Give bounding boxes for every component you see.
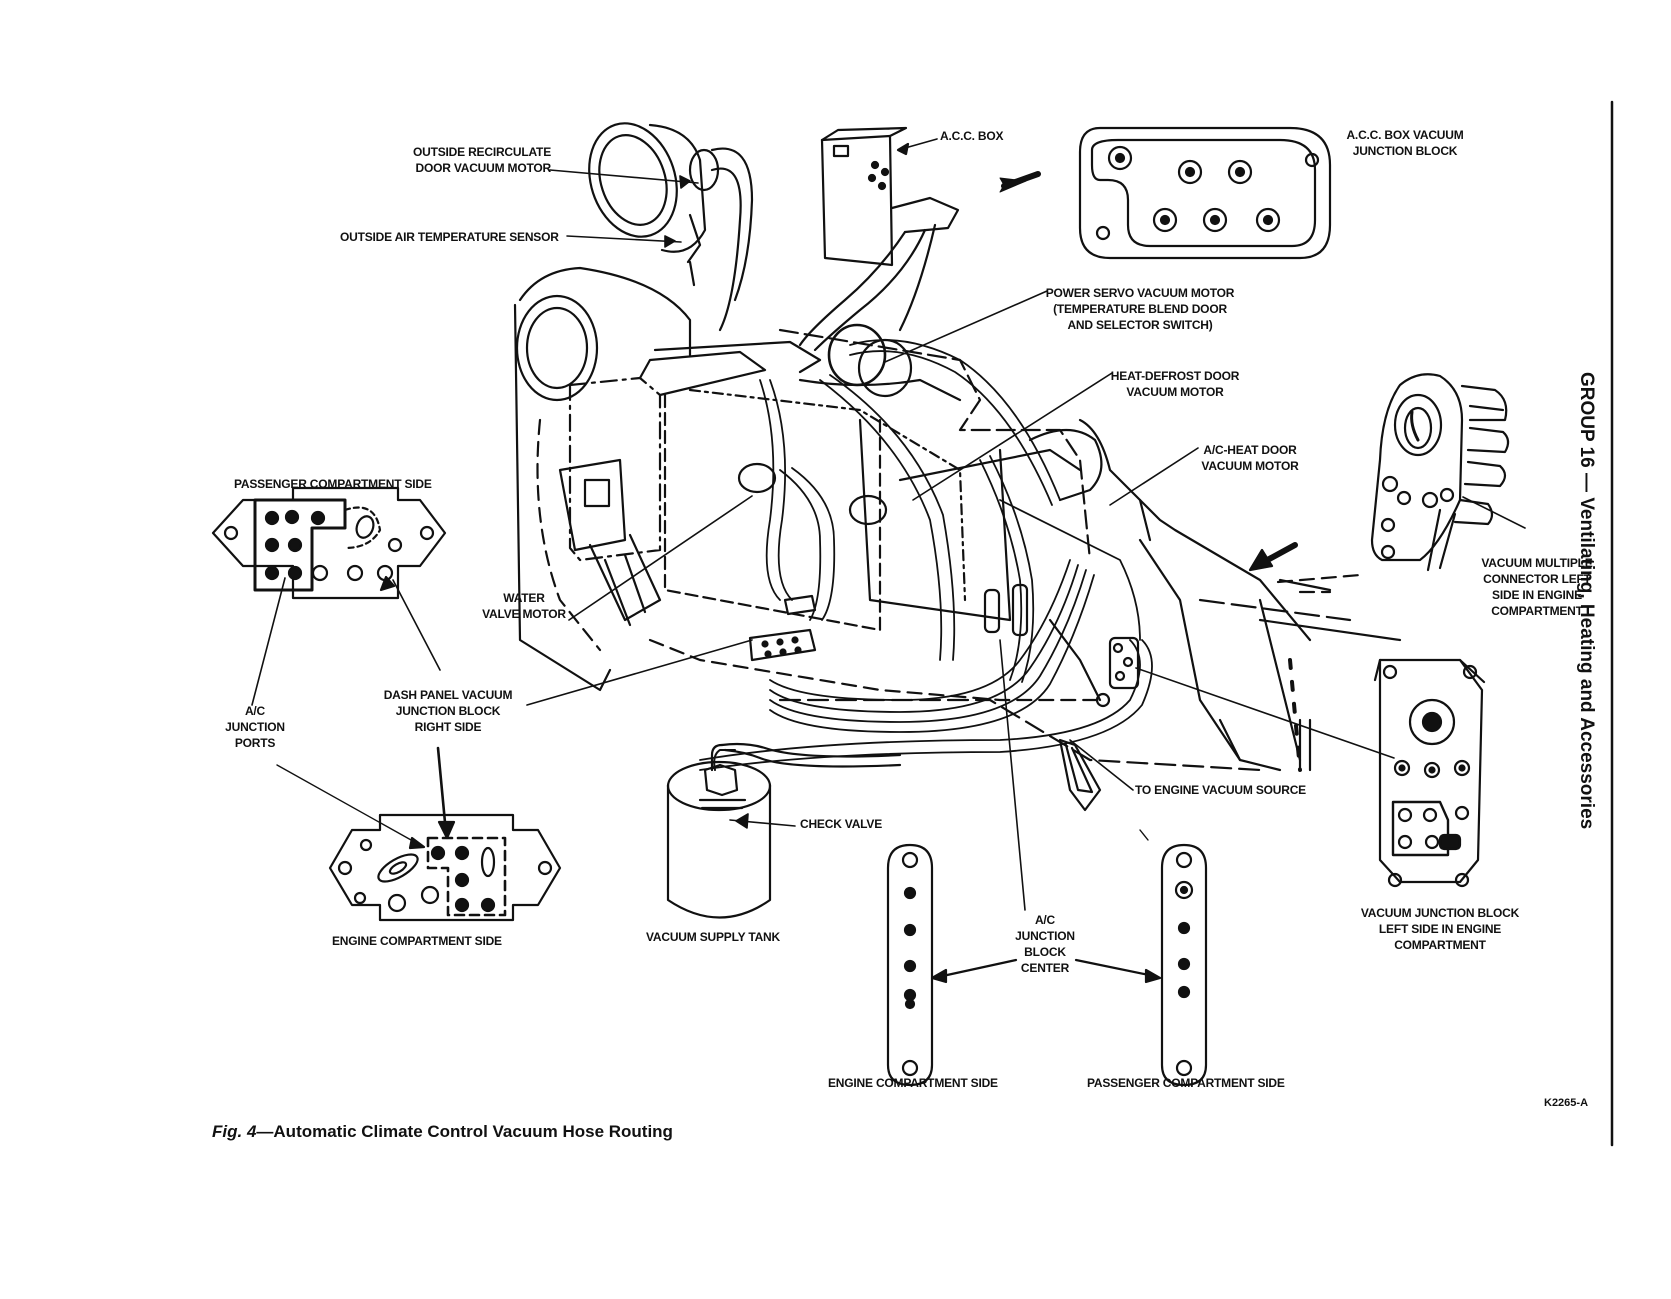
vacuum-hose-bundle [699, 339, 1153, 771]
label-vacuum-multiple: VACUUM MULTIPLE CONNECTOR LEFT SIDE IN E… [1481, 556, 1593, 618]
label-engine-vacuum-source: TO ENGINE VACUUM SOURCE [1135, 783, 1306, 797]
acc-box [798, 126, 960, 352]
group-number: GROUP 16 [1576, 372, 1597, 468]
label-check-valve: CHECK VALVE [800, 817, 883, 831]
label-ac-junction-center: A/C JUNCTION BLOCK CENTER [1015, 913, 1075, 975]
label-acc-box-junction: A.C.C. BOX VACUUM JUNCTION BLOCK [1346, 128, 1464, 158]
label-heat-defrost: HEAT-DEFROST DOOR VACUUM MOTOR [1110, 369, 1240, 399]
figure-title: —Automatic Climate Control Vacuum Hose R… [256, 1122, 673, 1141]
outside-recirc-duct [588, 122, 754, 332]
hose-connectors [737, 323, 1140, 812]
side-header: GROUP 16 — Ventilating, Heating and Acce… [1576, 372, 1597, 830]
ac-junction-block-engine [886, 843, 934, 1087]
label-engine-side-left: ENGINE COMPARTMENT SIDE [332, 934, 502, 948]
label-acc-box: A.C.C. BOX [940, 129, 1004, 143]
label-passenger-side-top: PASSENGER COMPARTMENT SIDE [234, 477, 432, 491]
label-outside-recirc-motor: OUTSIDE RECIRCULATE DOOR VACUUM MOTOR [413, 145, 551, 175]
label-vacuum-junction-left: VACUUM JUNCTION BLOCK LEFT SIDE IN ENGIN… [1360, 906, 1520, 952]
label-power-servo: POWER SERVO VACUUM MOTOR (TEMPERATURE BL… [1045, 286, 1235, 332]
label-outside-air-sensor: OUTSIDE AIR TEMPERATURE SENSOR [340, 230, 559, 244]
label-water-valve: WATER VALVE MOTOR [482, 591, 566, 621]
leader-lines [526, 169, 1526, 911]
figure-code: K2265-A [1544, 1097, 1589, 1109]
label-vacuum-supply-tank: VACUUM SUPPLY TANK [646, 930, 780, 944]
label-engine-side-bottom: ENGINE COMPARTMENT SIDE [828, 1076, 998, 1090]
vacuum-junction-block-left [1373, 658, 1486, 888]
label-passenger-side-bottom: PASSENGER COMPARTMENT SIDE [1087, 1076, 1285, 1090]
label-ac-junction-ports: A/C JUNCTION PORTS [225, 704, 285, 750]
section-title: Ventilating, Heating and Accessories [1576, 497, 1597, 830]
acc-box-junction-block [1078, 126, 1332, 260]
vacuum-multiple-connector [1370, 373, 1510, 572]
dash-block-passenger-side [211, 486, 447, 600]
vacuum-supply-tank [666, 742, 902, 919]
label-ac-heat: A/C-HEAT DOOR VACUUM MOTOR [1201, 443, 1299, 473]
figure-caption: Fig. 4—Automatic Climate Control Vacuum … [212, 1122, 673, 1142]
figure-number: Fig. 4 [212, 1122, 257, 1141]
dash-block-engine-side [328, 813, 562, 922]
ac-junction-block-passenger [1160, 843, 1208, 1087]
label-dash-panel: DASH PANEL VACUUM JUNCTION BLOCK RIGHT S… [383, 688, 513, 734]
heater-ac-plenum [513, 266, 1402, 772]
